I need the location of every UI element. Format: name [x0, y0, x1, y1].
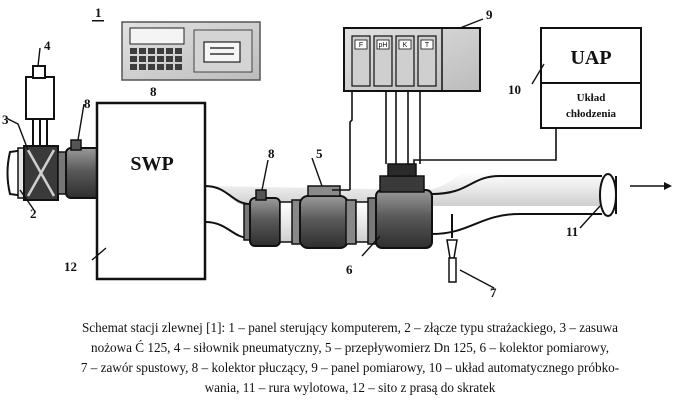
- keypad-key: [148, 56, 155, 62]
- label-11: 11: [566, 224, 578, 239]
- label-2: 2: [30, 206, 37, 221]
- knife-gate-valve: [23, 145, 59, 201]
- cooling-label-1: Układ: [577, 92, 606, 104]
- drain-valve: [446, 214, 458, 283]
- caption-line-2: nożowa Ć 125, 4 – siłownik pneumatyczny,…: [91, 340, 609, 355]
- label-5: 5: [316, 146, 323, 161]
- label-12: 12: [64, 259, 77, 274]
- inlet-assembly: [6, 65, 109, 201]
- keypad-key: [130, 64, 137, 70]
- keypad-key: [175, 48, 182, 54]
- swp-screen-press-box: [95, 101, 207, 281]
- flush-collector-left: [57, 139, 101, 199]
- swp-label: SWP: [130, 153, 173, 175]
- label-6: 6: [346, 262, 353, 277]
- flowmeter: [291, 185, 357, 249]
- keypad-key: [166, 56, 173, 62]
- caption-line-1: Schemat stacji zlewnej [1]: 1 – panel st…: [81, 320, 619, 335]
- keypad-key: [157, 64, 164, 70]
- signal-lines: [332, 91, 557, 191]
- label-1: 1: [95, 5, 102, 20]
- label-8-left: 8: [84, 96, 91, 111]
- label-9: 9: [486, 7, 493, 22]
- label-8-panel: 8: [150, 84, 157, 99]
- label-8-mid: 8: [268, 146, 275, 161]
- station-diagram: SWP: [2, 5, 672, 300]
- pneumatic-actuator: [25, 76, 55, 120]
- keypad-key: [166, 64, 173, 70]
- label-3: 3: [2, 112, 9, 127]
- keypad-key: [148, 48, 155, 54]
- label-10: 10: [508, 82, 521, 97]
- keypad-key: [130, 56, 137, 62]
- keypad-key: [139, 48, 146, 54]
- keypad-key: [139, 56, 146, 62]
- meter-label: pH: [379, 42, 388, 49]
- caption-line-3: 7 – zawór spustowy, 8 – kolektor płucząc…: [80, 360, 620, 375]
- keypad-key: [175, 64, 182, 70]
- caption-line-4: wania, 11 – rura wylotowa, 12 – sito z p…: [204, 380, 496, 395]
- leader-lines: [5, 18, 601, 289]
- meter-label: F: [359, 42, 363, 49]
- uap-label: UAP: [570, 47, 611, 69]
- label-4: 4: [44, 38, 51, 53]
- meter-tag: [398, 39, 412, 50]
- keypad-key: [157, 56, 164, 62]
- meter-tag: [376, 39, 390, 50]
- uap-autosampler: [540, 27, 642, 129]
- cooling-label-2: chłodzenia: [566, 108, 617, 120]
- meter-tag: [420, 39, 434, 50]
- meter-tag: [354, 39, 368, 50]
- outlet-pipe: [599, 173, 672, 217]
- meter-label: K: [403, 42, 408, 49]
- figure-caption: Schemat stacji zlewnej [1]: 1 – panel st…: [8, 318, 692, 398]
- keypad: [130, 48, 182, 70]
- keypad-key: [175, 56, 182, 62]
- measuring-collector: [367, 163, 433, 249]
- keypad-key: [130, 48, 137, 54]
- computer-control-panel: [121, 21, 261, 81]
- keypad-key: [157, 48, 164, 54]
- keypad-key: [148, 64, 155, 70]
- label-7: 7: [490, 285, 497, 300]
- keypad-key: [139, 64, 146, 70]
- meter-label: T: [425, 42, 430, 49]
- keypad-key: [166, 48, 173, 54]
